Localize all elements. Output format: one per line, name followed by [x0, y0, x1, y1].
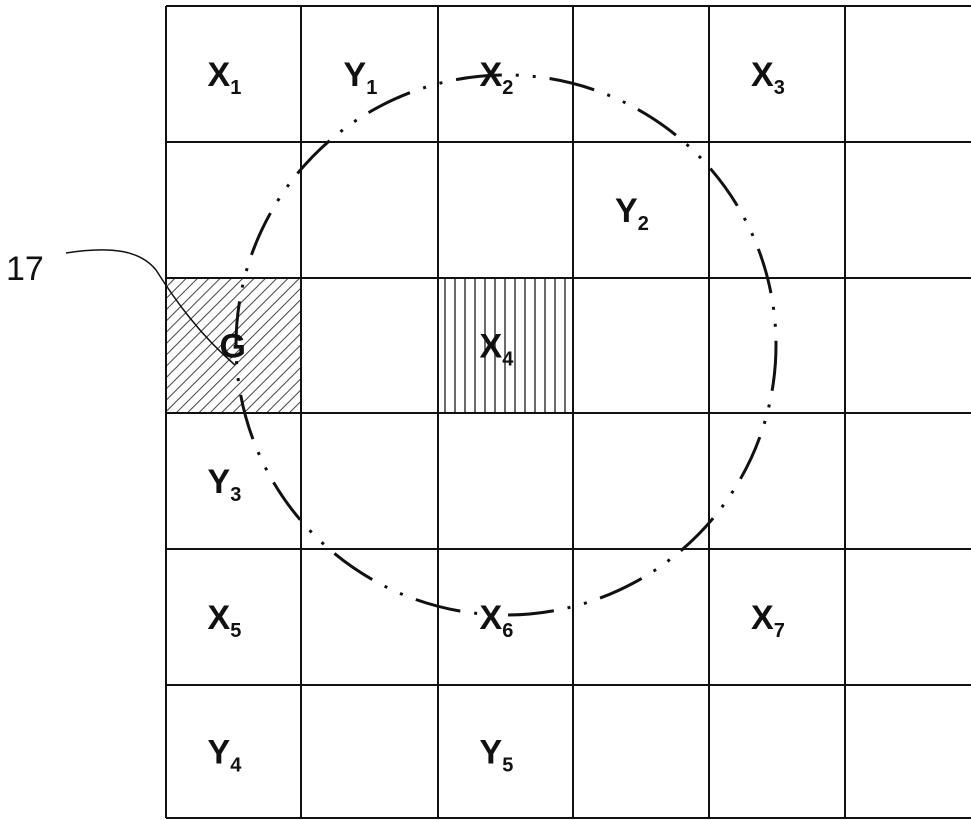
cell-subscript: 2: [638, 213, 649, 235]
cell-letter: X: [480, 328, 503, 366]
cell-letter: X: [208, 599, 231, 637]
cell-letter: X: [480, 599, 503, 637]
cell-label-y4: Y4: [208, 734, 243, 777]
cell-subscript: 1: [366, 77, 377, 99]
cell-label-x3: X3: [751, 56, 785, 99]
cell-subscript: 6: [502, 620, 513, 642]
cell-subscript: 3: [774, 77, 785, 99]
grid-lines: [165, 5, 971, 819]
cell-label-y3: Y3: [208, 463, 242, 506]
cell-label-x1: X1: [208, 56, 242, 99]
cell-subscript: 4: [230, 755, 242, 777]
cell-label-g: G: [220, 328, 246, 366]
reference-numeral-17: 17: [6, 250, 44, 288]
cell-letter: G: [220, 328, 246, 366]
cell-subscript: 7: [774, 620, 785, 642]
cell-letter: Y: [344, 56, 367, 94]
g-cell-hatch: [166, 278, 300, 412]
search-circle: [234, 73, 778, 617]
cell-letter: X: [751, 56, 774, 94]
cell-label-x5: X5: [208, 599, 242, 642]
cell-subscript: 3: [230, 484, 241, 506]
cell-label-y5: Y5: [480, 734, 514, 777]
cell-subscript: 5: [230, 620, 241, 642]
x4-cell-hatch: [440, 278, 572, 412]
cell-letter: Y: [480, 734, 503, 772]
cell-letter: X: [751, 599, 774, 637]
cell-subscript: 4: [502, 349, 514, 371]
cell-letter: Y: [208, 734, 231, 772]
cell-letter: X: [208, 56, 231, 94]
cell-label-y1: Y1: [344, 56, 378, 99]
cell-label-x7: X7: [751, 599, 785, 642]
cell-label-x4: X4: [480, 328, 515, 371]
cell-letter: Y: [615, 192, 638, 230]
cell-label-y2: Y2: [615, 192, 649, 235]
cell-label-x6: X6: [480, 599, 514, 642]
cell-subscript: 2: [502, 77, 513, 99]
cell-subscript: 5: [502, 755, 513, 777]
reference-leader-line: [65, 249, 236, 366]
cell-subscript: 1: [230, 77, 241, 99]
cell-letter: X: [480, 56, 503, 94]
cell-letter: Y: [208, 463, 231, 501]
cell-label-x2: X2: [480, 56, 514, 99]
